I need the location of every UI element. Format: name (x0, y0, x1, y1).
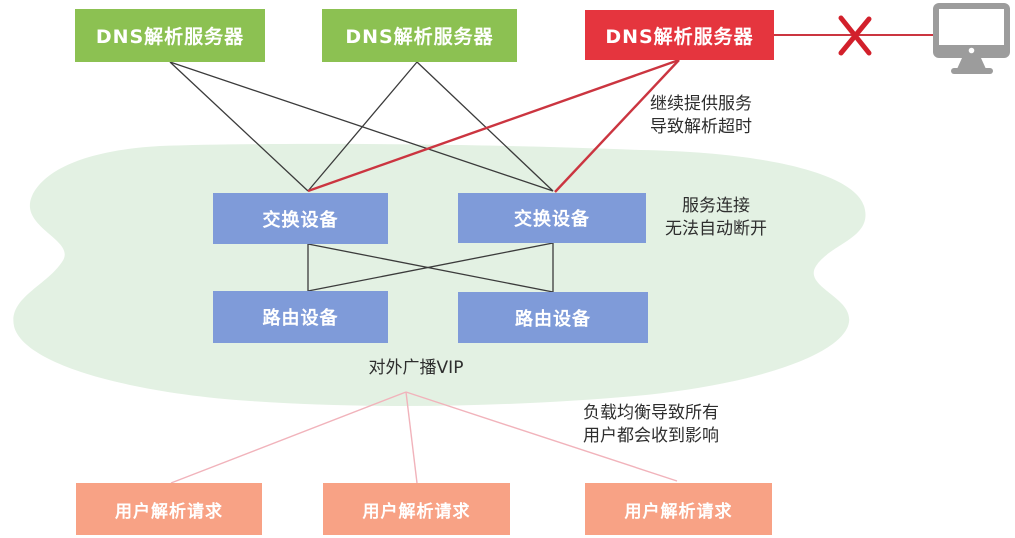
user-request-node-1: 用户解析请求 (76, 483, 262, 535)
desktop-monitor-icon (933, 3, 1010, 74)
loadbalance-annotation: 负载均衡导致所有 用户都会收到影响 (583, 403, 719, 446)
user-request-label: 用户解析请求 (624, 501, 733, 522)
dns-server-label: DNS解析服务器 (605, 25, 754, 48)
dns-server-node-1: DNS解析服务器 (75, 9, 265, 62)
dns-server-label: DNS解析服务器 (345, 26, 494, 48)
switch-node-2: 交换设备 (458, 193, 646, 243)
switch-to-router-links (307, 242, 554, 293)
router-label: 路由设备 (515, 308, 591, 330)
dns-to-switch-links (169, 61, 554, 192)
router-label: 路由设备 (262, 308, 339, 329)
user-request-label: 用户解析请求 (362, 501, 471, 522)
user-request-node-2: 用户解析请求 (323, 483, 510, 535)
router-node-2: 路由设备 (458, 292, 648, 343)
dns-server-node-3-failed: DNS解析服务器 (585, 10, 774, 60)
user-request-label: 用户解析请求 (115, 501, 223, 522)
switch-label: 交换设备 (262, 209, 339, 231)
dns-server-node-2: DNS解析服务器 (322, 9, 517, 62)
vip-broadcast-label: 对外广播VIP (368, 358, 464, 378)
switch-label: 交换设备 (514, 209, 590, 230)
user-request-node-3: 用户解析请求 (585, 483, 772, 535)
dns-server-label: DNS解析服务器 (95, 26, 245, 48)
failed-dns-links (307, 58, 680, 193)
x-mark-icon (838, 15, 872, 56)
timeout-annotation: 继续提供服务 导致解析超时 (650, 94, 752, 137)
router-node-1: 路由设备 (213, 291, 388, 343)
switch-node-1: 交换设备 (213, 193, 388, 244)
connection-annotation: 服务连接 无法自动断开 (665, 196, 767, 239)
